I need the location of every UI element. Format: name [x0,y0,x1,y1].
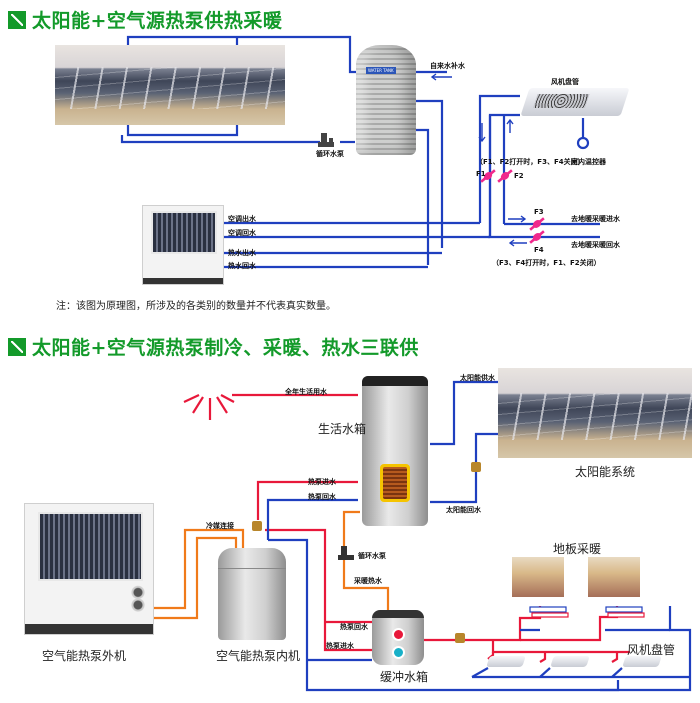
section-marker-icon [8,10,26,29]
ac-return-label: 空调回水 [228,229,256,237]
hp-return-1-label: 热泵回水 [308,493,336,501]
valve-f4-label: F4 [534,246,544,254]
floor-heating-label: 地板采暖 [553,542,602,556]
pipe-solar-supply [430,380,500,446]
solar-return-label: 太阳能回水 [446,506,481,514]
ac-out-label: 空调出水 [228,215,256,223]
solar-return-valve-icon [471,462,481,472]
fan-coil-unit-a [486,656,526,667]
floor-supply-label: 去地暖采暖进水 [571,215,620,223]
valves-section1 [480,169,545,244]
buffer-water-tank [372,610,424,665]
pipe-solar-top [126,35,360,74]
pipe-refrigerant-1 [152,528,245,610]
heat-pump-unit-1 [142,205,224,285]
valve-note-f3f4: （F3、F4打开时，F1、F2关闭） [492,259,601,267]
cold-port-icon [392,646,405,659]
valve-f2 [497,169,513,183]
circulation-pump-2-icon [338,546,354,560]
valve-f2-label: F2 [514,172,524,180]
circulation-pump-icon [318,133,334,147]
pipe-tank-out-2 [415,128,430,265]
indoor-unit-label: 空气能热泵内机 [216,649,301,663]
circulation-pump-2-label: 循环水泵 [358,552,386,560]
section2-title-text: 太阳能+空气源热泵制冷、采暖、热水三联供 [32,337,419,359]
pipe-buffer-to-floor [420,606,542,642]
solar-panels-image-2 [498,368,692,458]
floor-return-label: 去地暖采暖回水 [571,241,620,249]
domestic-water-tank [362,376,428,526]
solar-supply-label: 太阳能供水 [460,374,495,382]
valve-f1 [480,169,496,183]
outdoor-unit-label: 空气能热泵外机 [42,649,127,663]
solar-panels-image-1 [55,45,285,125]
circulation-pump-label: 循环水泵 [316,150,344,158]
valve-f3 [529,217,545,231]
sun-rays-icon [183,394,235,420]
brass-valves [252,462,481,643]
fan-coil-unit-1 [520,88,630,116]
solar-system-label: 太阳能系统 [575,465,636,479]
valve-f4 [529,230,545,244]
manifold-1 [529,606,569,618]
tank-brand-label: WATER TANK [366,67,396,74]
heat-exchanger-coil-icon [380,464,410,502]
hp-in-2-label: 热泵进水 [326,642,354,650]
diagram-note: 注：该图为原理图，所涉及的各类别的数量并不代表真实数量。 [56,301,336,312]
buffer-out-valve-icon [455,633,465,643]
pipe-hp-return-1 [266,498,358,540]
pipe-solar-bottom [126,124,239,137]
indoor-thermostat-label: 室内温控器 [571,158,606,166]
floor-heating-room-1 [512,557,564,597]
heat-pump-indoor-unit [218,548,286,640]
year-round-hot-water-label: 全年生活用水 [285,388,327,396]
refrigerant-link-label: 冷媒连接 [206,522,234,530]
tap-water-label: 自来水补水 [430,62,465,70]
valve-f1-label: F1 [476,170,486,178]
heating-hot-water-label: 采暖热水 [354,577,382,585]
hot-return-label: 热水回水 [228,262,256,270]
fan-coil-2-label: 风机盘管 [627,643,676,657]
valve-note-f1f2: （F1、F2打开时，F3、F4关闭） [476,158,585,166]
hp-return-2-label: 热泵回水 [340,623,368,631]
section-marker-icon [8,337,26,356]
valve-f3-label: F3 [534,208,544,216]
manifold-2 [605,606,645,618]
pipe-hp-in-1 [256,480,358,520]
section2-title: 太阳能+空气源热泵制冷、采暖、热水三联供 [8,333,419,360]
heat-pump-outdoor-unit [24,503,154,635]
floor-heating-room-2 [588,557,640,597]
hot-port-icon [392,628,405,641]
stainless-water-tank: WATER TANK [356,45,416,155]
pipe-heating-hot-water [342,510,390,610]
hot-out-label: 热水出水 [228,249,256,257]
hp-in-1-label: 热泵进水 [308,478,336,486]
section1-title: 太阳能+空气源热泵供热采暖 [8,6,282,33]
thermostat-icon [576,136,590,150]
fan-coil-unit-b [550,656,590,667]
fan-coil-label: 风机盘管 [551,78,579,86]
buffer-tank-label: 缓冲水箱 [380,670,429,684]
pipe-to-pump [120,135,320,144]
domestic-tank-label: 生活水箱 [318,422,367,436]
hp-valve-icon [252,521,262,531]
pipe-tank-out-1 [415,99,444,248]
section1-title-text: 太阳能+空气源热泵供热采暖 [32,10,283,32]
pipe-refrigerant-2 [152,536,238,620]
